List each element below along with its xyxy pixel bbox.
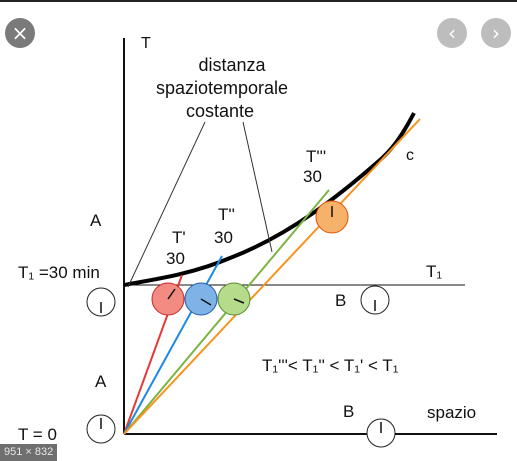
note-line-3: costante <box>186 101 254 121</box>
green-clock-hand <box>233 298 245 304</box>
a-lower-label: A <box>95 372 107 391</box>
note-line-2: spaziotemporale <box>156 78 288 98</box>
t1-bottom-label: 30 <box>166 249 185 268</box>
a-upper-label: A <box>90 211 102 230</box>
guide-line-left <box>127 121 206 288</box>
red-clock-hand <box>167 288 176 300</box>
spazio-label: spazio <box>427 403 476 422</box>
previous-button[interactable]: ‹ <box>437 18 467 48</box>
next-button[interactable]: › <box>481 18 511 48</box>
blue-clock-hand <box>200 298 212 306</box>
t2-top-label: T'' <box>218 205 235 224</box>
t3-top-label: T''' <box>306 147 326 166</box>
t-zero-label: T = 0 <box>18 425 57 444</box>
t1-30-label: T₁ =30 min <box>18 263 100 282</box>
t1-right-label: T₁ <box>426 262 442 281</box>
inequality-label: T₁'''< T₁'' < T₁' < T₁ <box>262 356 399 375</box>
b-mid-label: B <box>335 291 346 310</box>
t2-bottom-label: 30 <box>214 228 233 247</box>
t1-top-label: T' <box>172 228 186 247</box>
guide-line-right <box>242 121 273 253</box>
t3-bottom-label: 30 <box>303 167 322 186</box>
b-low-label: B <box>343 402 354 421</box>
label-c: c <box>406 147 414 164</box>
axis-t-label: T <box>141 35 151 52</box>
note-line-1: distanza <box>198 55 266 75</box>
close-button[interactable]: × <box>5 18 35 48</box>
orange-line <box>123 118 421 435</box>
image-dimensions-badge: 951 × 832 <box>0 444 58 461</box>
top-border <box>0 0 517 2</box>
